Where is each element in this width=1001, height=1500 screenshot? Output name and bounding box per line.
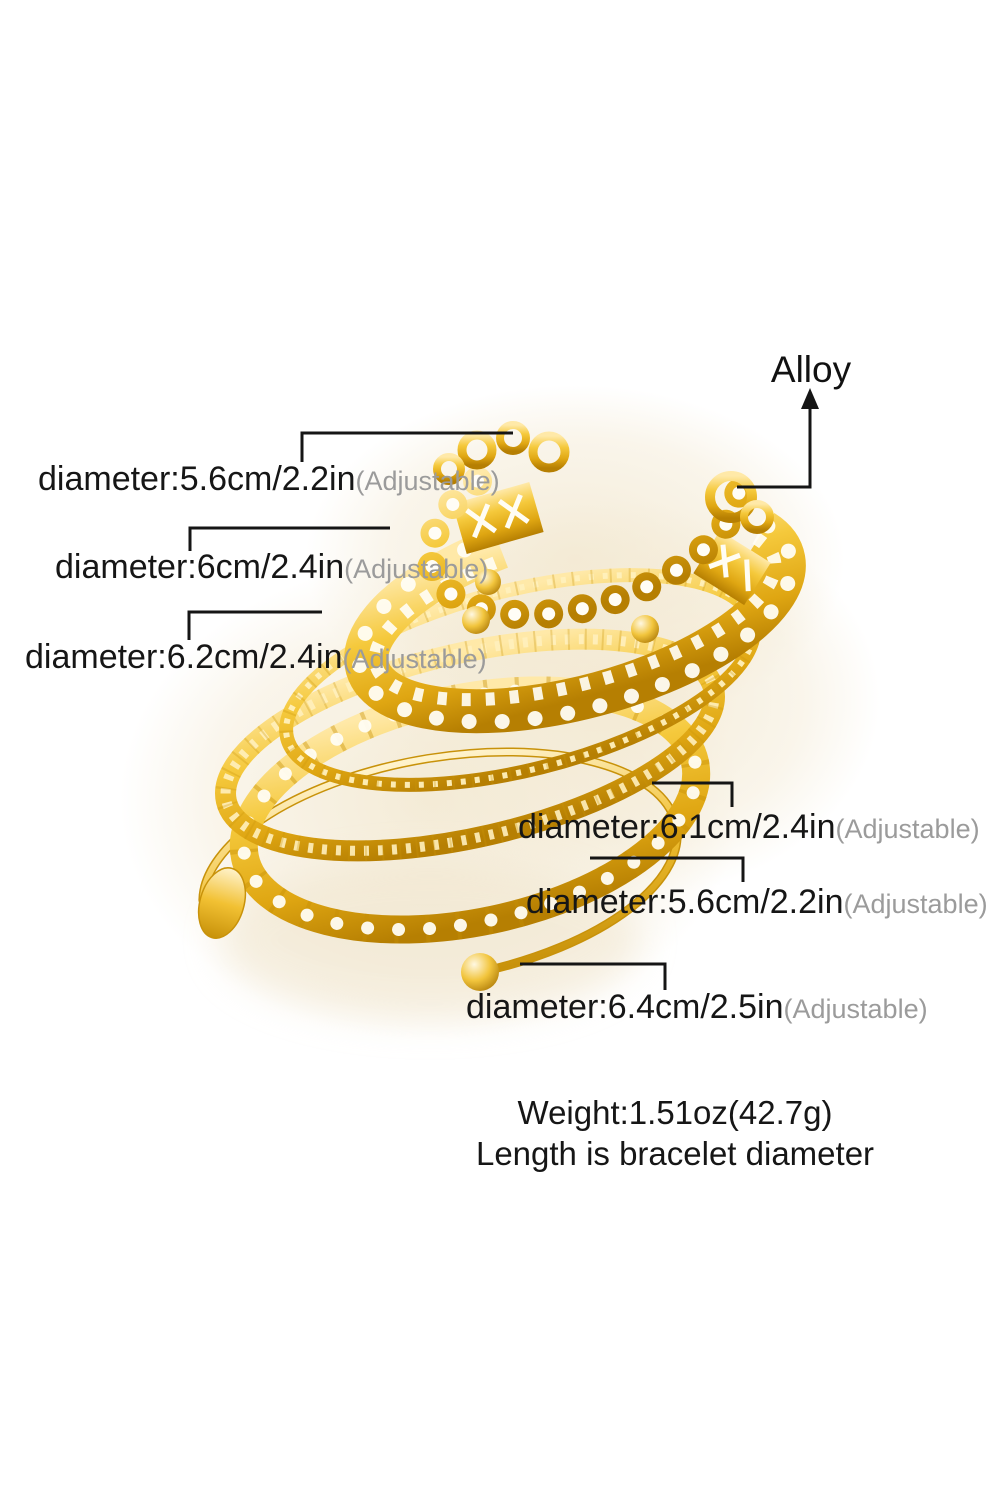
dimension-label-3: diameter:6.2cm/2.4in(Adjustable) <box>25 638 487 677</box>
ring-chain-right-end <box>705 471 774 534</box>
dimension-value: diameter:5.6cm/2.2in <box>38 460 356 498</box>
callout-line-4 <box>652 781 734 807</box>
adjustable-note: (Adjustable) <box>843 889 988 919</box>
dimension-label-5: diameter:5.6cm/2.2in(Adjustable) <box>526 883 988 922</box>
callout-line-2 <box>188 526 390 551</box>
callout-lines <box>187 388 819 990</box>
dimension-value: diameter:6.2cm/2.4in <box>25 638 343 676</box>
cuff-end-plate-left <box>452 481 544 555</box>
adjustable-note: (Adjustable) <box>355 466 500 496</box>
adjustable-note: (Adjustable) <box>783 994 928 1024</box>
callout-line-5 <box>590 856 745 882</box>
alloy-pointer-line <box>737 402 812 489</box>
callout-line-6 <box>520 962 667 990</box>
dimension-value: diameter:5.6cm/2.2in <box>526 883 844 921</box>
dimension-label-2: diameter:6cm/2.4in(Adjustable) <box>55 548 488 587</box>
callout-line-3 <box>187 610 322 640</box>
dimension-value: diameter:6.4cm/2.5in <box>466 988 784 1026</box>
bangle-ring-chain <box>416 421 774 630</box>
wire-cuff-terminals <box>197 867 499 991</box>
dimension-label-1: diameter:5.6cm/2.2in(Adjustable) <box>38 460 500 499</box>
material-label: Alloy <box>770 349 852 390</box>
adjustable-note: (Adjustable) <box>344 554 489 584</box>
dimension-value: diameter:6cm/2.4in <box>55 548 345 586</box>
ring-chain-left-end <box>433 421 570 485</box>
ball-ends <box>462 569 659 643</box>
dimension-label-4: diameter:6.1cm/2.4in(Adjustable) <box>518 808 980 847</box>
weight-text: Weight:1.51oz(42.7g) <box>517 1094 833 1131</box>
alloy-arrowhead <box>801 388 819 409</box>
bangle-lattice-cuff <box>344 481 806 734</box>
length-note-text: Length is bracelet diameter <box>475 1135 875 1172</box>
adjustable-note: (Adjustable) <box>835 814 980 844</box>
footer-notes: Weight:1.51oz(42.7g) Length is bracelet … <box>175 1092 1001 1174</box>
dimension-value: diameter:6.1cm/2.4in <box>518 808 836 846</box>
adjustable-note: (Adjustable) <box>342 644 487 674</box>
dimension-label-6: diameter:6.4cm/2.5in(Adjustable) <box>466 988 928 1027</box>
callout-line-1 <box>300 431 513 462</box>
